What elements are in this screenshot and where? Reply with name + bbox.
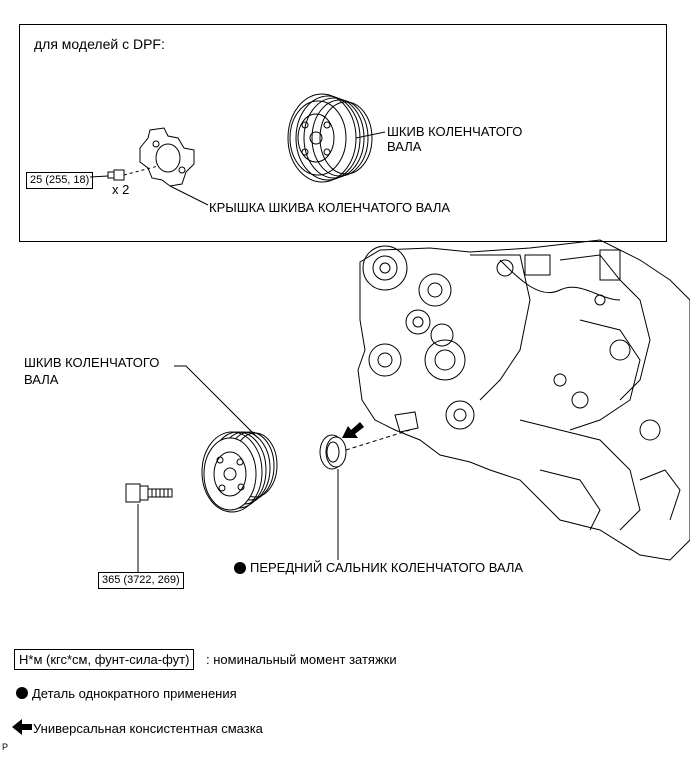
legend-grease: Универсальная консистентная смазка (33, 721, 263, 736)
inset-cover-label: КРЫШКА ШКИВА КОЛЕНЧАТОГО ВАЛА (209, 200, 451, 215)
legend-single-use: Деталь однократного применения (32, 686, 237, 701)
corner-mark: P (2, 742, 9, 752)
seal-grease-arrow-icon (342, 422, 364, 438)
legend-grease-arrow-icon (12, 719, 32, 735)
single-use-dot-icon (234, 562, 246, 574)
inset-bolt-torque: 25 (255, 18) (26, 172, 94, 189)
inset-pulley-label-2: ВАЛА (387, 139, 422, 154)
main-pulley-label-2: ВАЛА (24, 372, 59, 387)
main-pulley-drawing (174, 365, 278, 513)
main-pulley-label-1: ШКИВ КОЛЕНЧАТОГО (24, 355, 160, 370)
dpf-inset-frame (19, 24, 667, 242)
seal-label: ПЕРЕДНИЙ САЛЬНИК КОЛЕНЧАТОГО ВАЛА (250, 560, 524, 575)
inset-pulley-label-1: ШКИВ КОЛЕНЧАТОГО (387, 124, 523, 139)
inset-bolt-qty: x 2 (112, 182, 130, 197)
engine-drawing (357, 239, 690, 561)
legend-single-use-dot-icon (16, 687, 28, 699)
front-seal-drawing (319, 429, 411, 560)
inset-title: для моделей с DPF: (34, 36, 165, 52)
main-bolt-drawing (125, 483, 173, 572)
legend-torque-unit-box: Н*м (кгс*см, фунт-сила-фут) (14, 649, 195, 670)
legend-torque-unit-desc: : номинальный момент затяжки (206, 652, 397, 667)
main-bolt-torque: 365 (3722, 269) (98, 572, 184, 589)
